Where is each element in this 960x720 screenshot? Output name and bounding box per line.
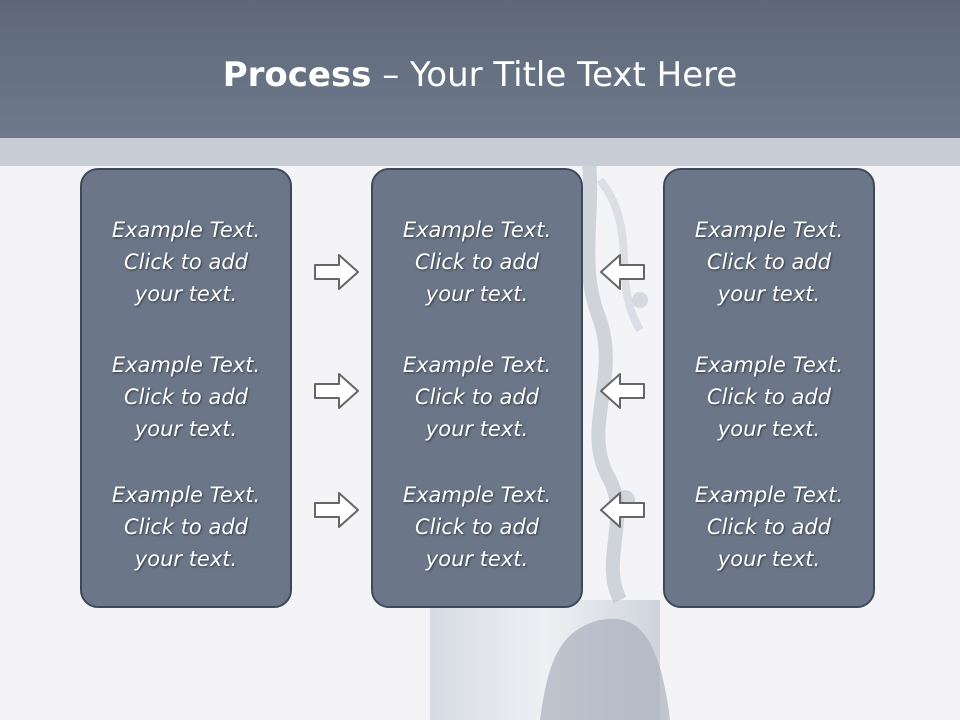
text-line: Click to add xyxy=(414,250,539,274)
text-placeholder[interactable]: Example Text. Click to add your text. xyxy=(82,349,290,445)
text-placeholder[interactable]: Example Text. Click to add your text. xyxy=(373,479,581,575)
title-bold: Process xyxy=(222,55,372,95)
text-line: Click to add xyxy=(123,515,248,539)
text-line: Example Text. xyxy=(111,483,261,507)
text-placeholder[interactable]: Example Text. Click to add your text. xyxy=(373,349,581,445)
right-panel[interactable]: Example Text. Click to add your text. Ex… xyxy=(663,168,875,608)
arrow-left-icon xyxy=(600,254,645,290)
text-line: Click to add xyxy=(123,385,248,409)
text-line: Click to add xyxy=(706,385,831,409)
arrow-left-icon xyxy=(600,492,645,528)
text-placeholder[interactable]: Example Text. Click to add your text. xyxy=(665,479,873,575)
text-placeholder[interactable]: Example Text. Click to add your text. xyxy=(665,349,873,445)
text-line: your text. xyxy=(425,282,529,306)
arrow-left-icon xyxy=(600,373,645,409)
text-line: Example Text. xyxy=(694,483,844,507)
text-line: Example Text. xyxy=(111,353,261,377)
arrow-right-icon xyxy=(314,492,359,528)
text-line: Click to add xyxy=(706,515,831,539)
text-line: your text. xyxy=(134,417,238,441)
arrow-right-icon xyxy=(314,373,359,409)
text-line: your text. xyxy=(717,282,821,306)
middle-panel[interactable]: Example Text. Click to add your text. Ex… xyxy=(371,168,583,608)
text-placeholder[interactable]: Example Text. Click to add your text. xyxy=(373,214,581,310)
header-divider-band xyxy=(0,138,960,166)
text-line: Example Text. xyxy=(402,353,552,377)
text-line: Example Text. xyxy=(402,218,552,242)
text-line: Click to add xyxy=(706,250,831,274)
text-line: Example Text. xyxy=(694,218,844,242)
text-line: Click to add xyxy=(123,250,248,274)
text-line: Click to add xyxy=(414,385,539,409)
text-placeholder[interactable]: Example Text. Click to add your text. xyxy=(82,479,290,575)
text-line: your text. xyxy=(425,547,529,571)
slide-title[interactable]: Process – Your Title Text Here xyxy=(0,52,960,98)
title-bar xyxy=(0,0,960,138)
text-line: Example Text. xyxy=(402,483,552,507)
left-panel[interactable]: Example Text. Click to add your text. Ex… xyxy=(80,168,292,608)
text-line: your text. xyxy=(717,547,821,571)
title-rest: – Your Title Text Here xyxy=(371,55,738,95)
text-line: Example Text. xyxy=(111,218,261,242)
text-placeholder[interactable]: Example Text. Click to add your text. xyxy=(82,214,290,310)
text-line: your text. xyxy=(717,417,821,441)
text-line: your text. xyxy=(134,547,238,571)
text-placeholder[interactable]: Example Text. Click to add your text. xyxy=(665,214,873,310)
text-line: your text. xyxy=(134,282,238,306)
text-line: Example Text. xyxy=(694,353,844,377)
text-line: Click to add xyxy=(414,515,539,539)
text-line: your text. xyxy=(425,417,529,441)
arrow-right-icon xyxy=(314,254,359,290)
